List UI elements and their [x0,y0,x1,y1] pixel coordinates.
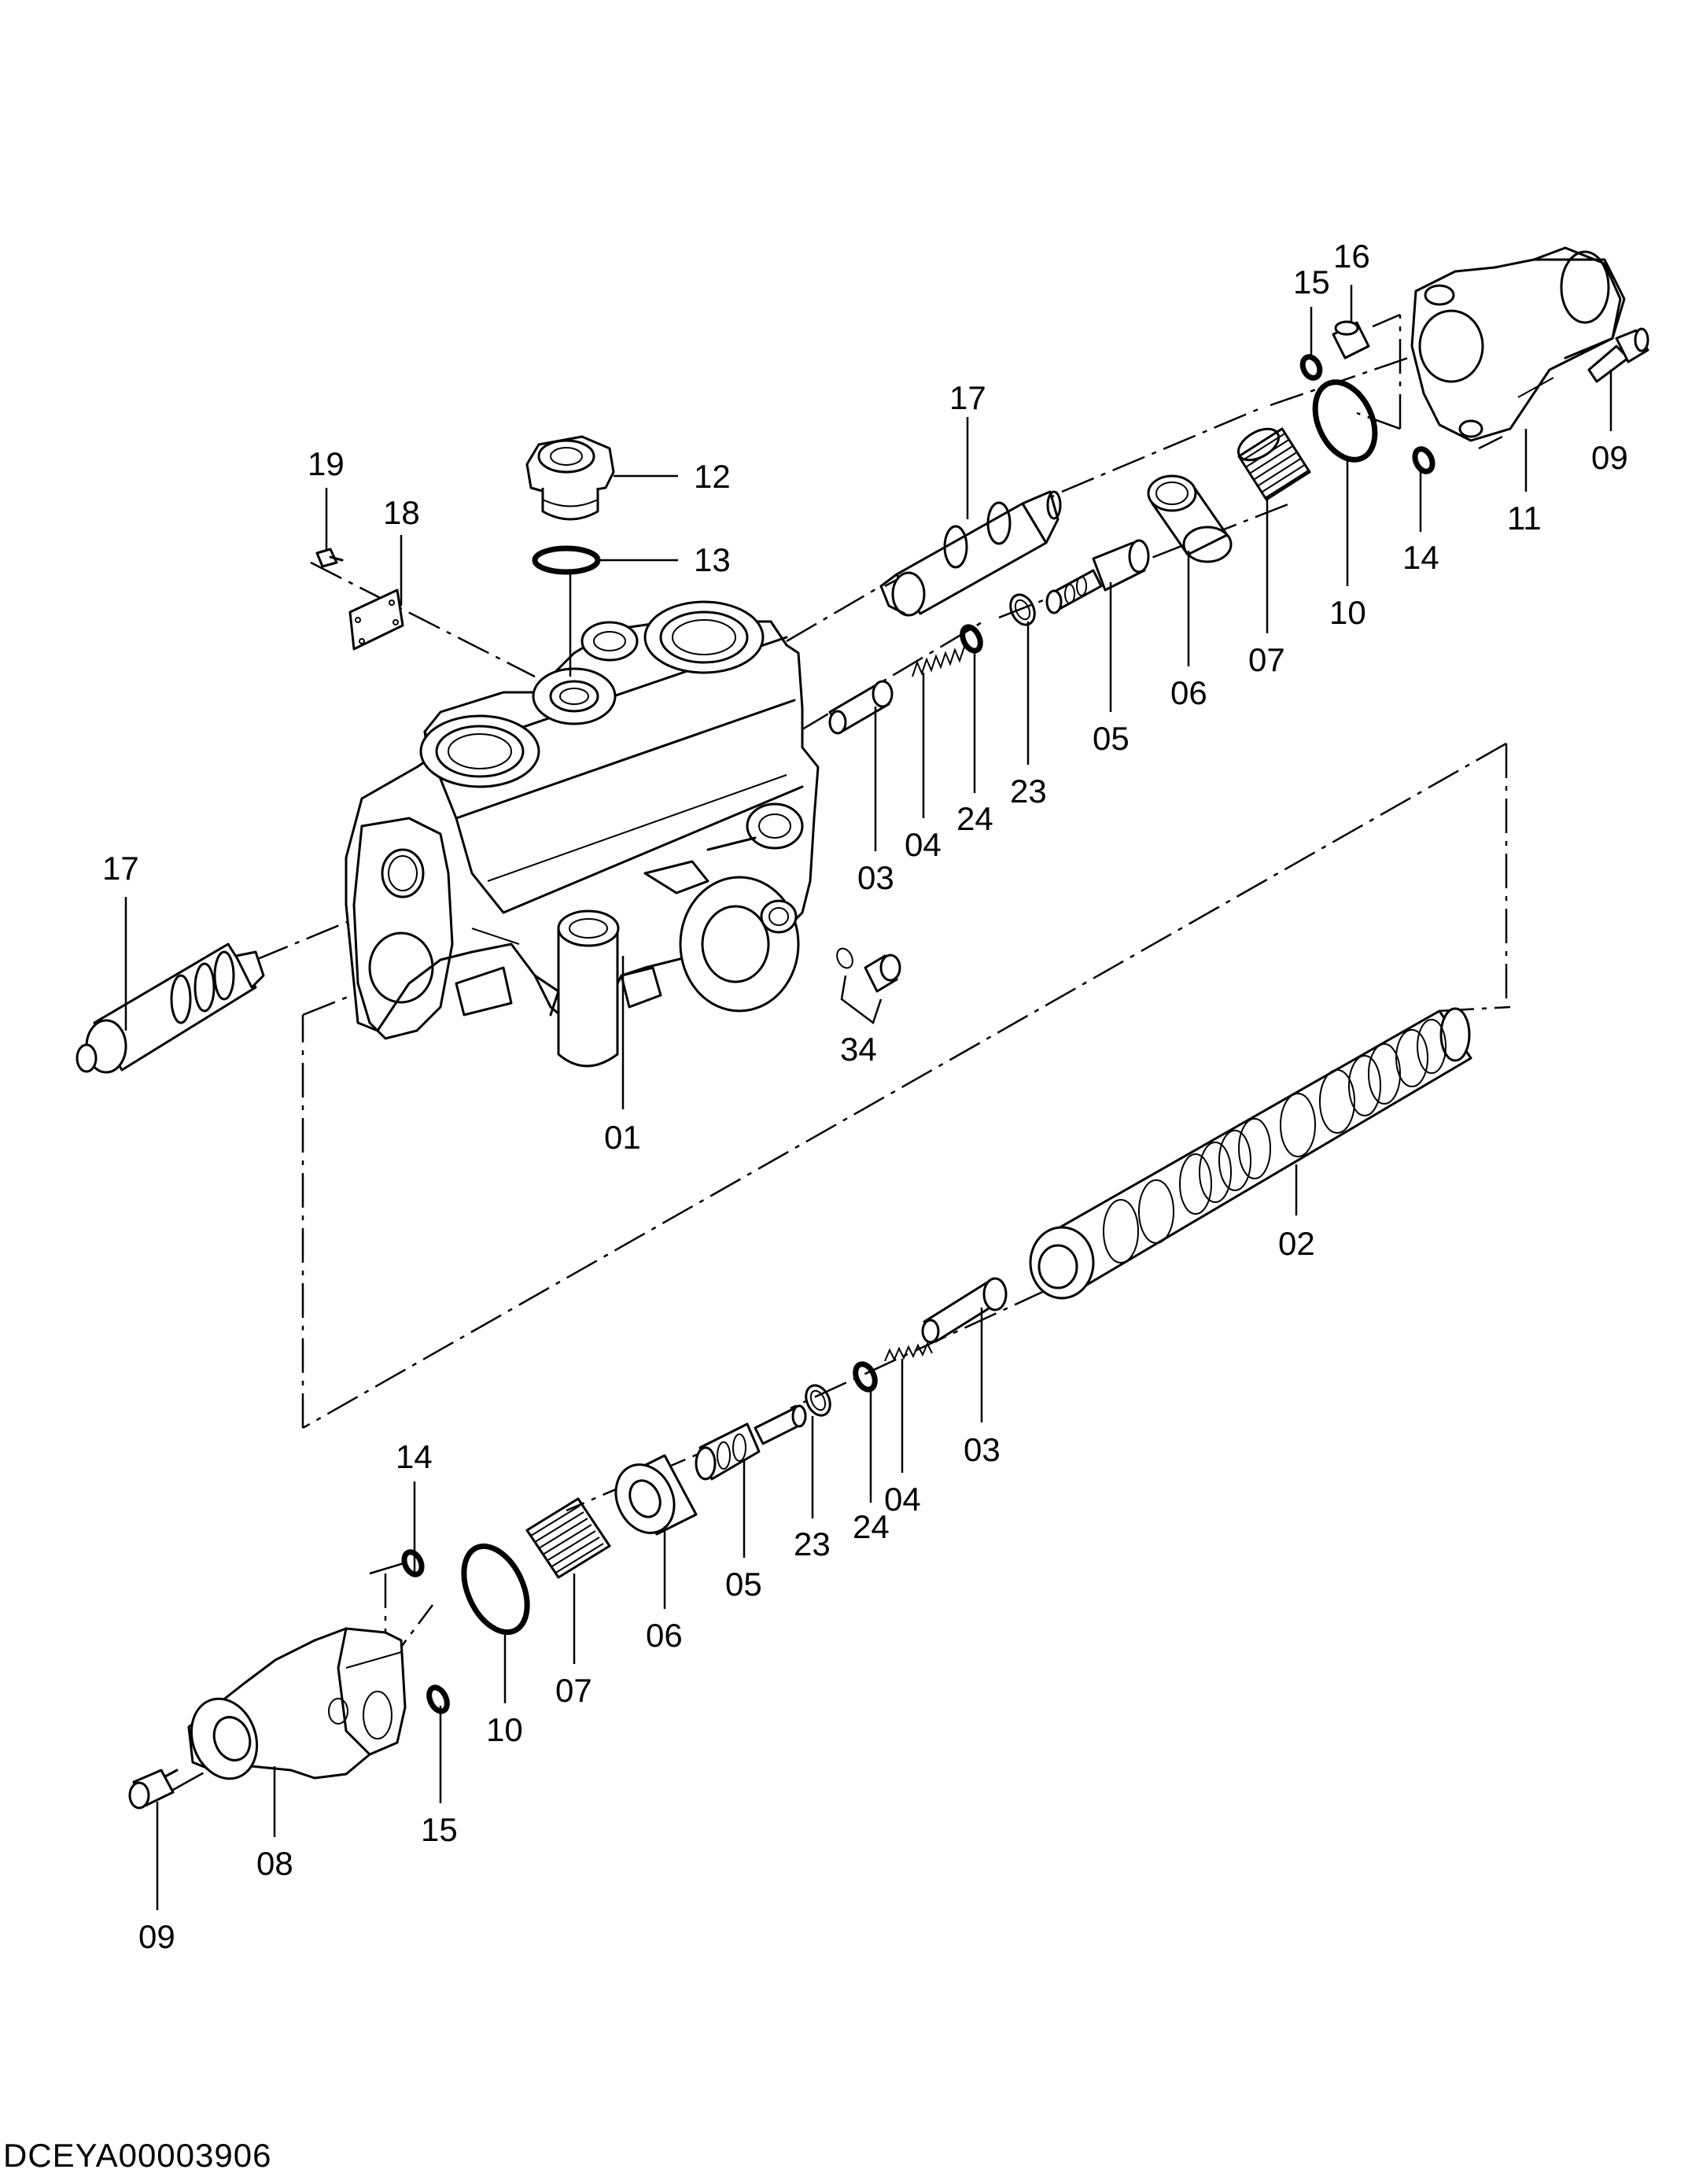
poppet-03-top [828,680,894,735]
stopper-05-top [1045,539,1150,614]
plug-12 [525,435,615,521]
valve-body-01 [345,600,820,1068]
nameplate-18 [348,588,404,651]
plug-16 [1332,320,1370,360]
plug-34 [836,947,901,1025]
document-id: DCEYA00003906 [3,2137,272,2174]
poppet-03-bottom [921,1277,1008,1344]
callout-01: 01 [604,1119,641,1156]
spring-seat-06-top [1147,474,1233,563]
callout-14-bottom: 14 [396,1438,433,1475]
callout-10-bottom: 10 [486,1711,523,1748]
stopper-05-bottom [695,1404,807,1481]
callout-12: 12 [694,458,731,495]
backup-ring-23-top [1009,593,1036,626]
callout-17-left: 17 [102,850,139,887]
callout-10-top: 10 [1329,594,1366,631]
callout-04-bottom: 04 [884,1481,921,1518]
oring-10-bottom [461,1543,530,1636]
callout-labels: 01 02 03 03 04 04 05 05 06 06 07 07 08 0… [102,238,1628,1955]
cover-08 [187,1627,407,1780]
callout-11: 11 [1507,500,1542,537]
callout-13: 13 [694,541,731,578]
callout-09-top: 09 [1591,439,1628,476]
callout-08: 08 [256,1845,293,1882]
oring-14-top [1412,446,1435,474]
relief-valve-17-top [879,490,1062,617]
callout-07-bottom: 07 [555,1672,592,1709]
callout-03-bottom: 03 [964,1431,1001,1468]
callout-16: 16 [1333,238,1370,275]
cover-11 [1410,246,1626,442]
callout-23-top: 23 [1010,773,1047,810]
screw-19 [315,548,344,568]
oring-14-bottom [401,1549,425,1577]
oring-15-top [1299,354,1323,381]
callout-23-bottom: 23 [794,1525,831,1562]
callout-02: 02 [1278,1225,1315,1262]
spring-07-top [1236,427,1311,501]
spring-04-top [912,646,965,677]
spring-07-bottom [525,1497,611,1579]
spring-seat-06-bottom [614,1454,698,1536]
callout-05-top: 05 [1093,720,1130,757]
oring-15-bottom [426,1684,450,1714]
spool-02 [1029,1007,1472,1300]
callout-07-top: 07 [1248,641,1285,678]
callout-24-top: 24 [956,800,993,837]
callout-03-top: 03 [857,859,894,896]
oring-24-bottom [853,1361,878,1393]
bolt-09-bottom [128,1769,179,1810]
callout-19: 19 [308,445,345,482]
callout-09-bottom: 09 [138,1918,175,1955]
spring-04-bottom [884,1341,933,1362]
callout-17-top: 17 [949,379,986,416]
callout-24-bottom: 24 [853,1508,890,1545]
relief-valve-17-left [76,943,265,1074]
leader-lines [124,285,1612,1910]
callout-06-top: 06 [1170,674,1207,711]
callout-18: 18 [383,494,420,531]
callout-34: 34 [840,1031,877,1068]
callout-15-top: 15 [1293,264,1330,301]
oring-10-top [1312,379,1378,463]
callout-05-bottom: 05 [725,1566,762,1603]
callout-15-bottom: 15 [421,1811,458,1848]
oring-13 [532,545,601,575]
callout-14-top: 14 [1402,539,1439,576]
backup-ring-23-bottom [805,1384,831,1417]
callout-04-top: 04 [905,826,942,863]
callout-06-bottom: 06 [646,1617,683,1654]
oring-24-top [960,624,983,654]
bolt-09-top [1587,327,1649,383]
